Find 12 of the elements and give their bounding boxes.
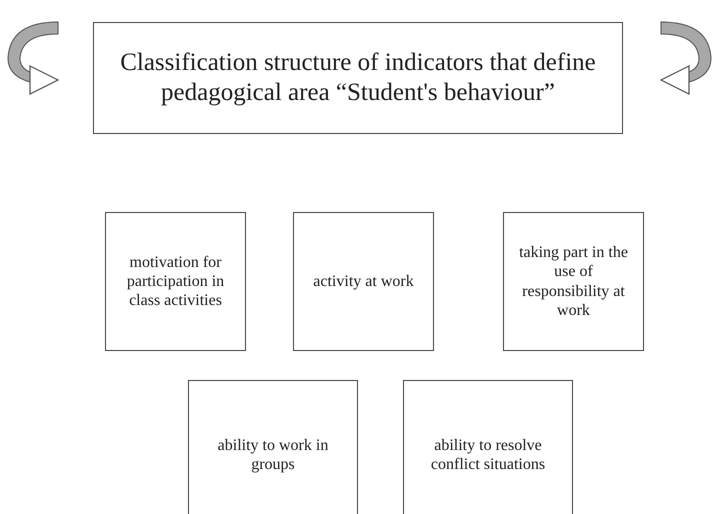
heading-text: Classification structure of indicators that define pedagogical area “Student's behaviour” [119, 48, 597, 108]
indicator-box [503, 212, 644, 351]
box-text: motivation for participation in class activities [126, 252, 226, 310]
box-text: ability to work in groups [216, 436, 330, 474]
box-text: ability to resolve conflict situations [430, 436, 546, 474]
indicator-box [403, 380, 573, 514]
indicator-box [293, 212, 434, 351]
indicator-box [105, 212, 246, 351]
box-text: taking part in the use of responsibility at work [518, 243, 629, 320]
title-box [93, 22, 623, 134]
box-text: activity at work [313, 272, 414, 292]
indicator-box [188, 380, 358, 514]
